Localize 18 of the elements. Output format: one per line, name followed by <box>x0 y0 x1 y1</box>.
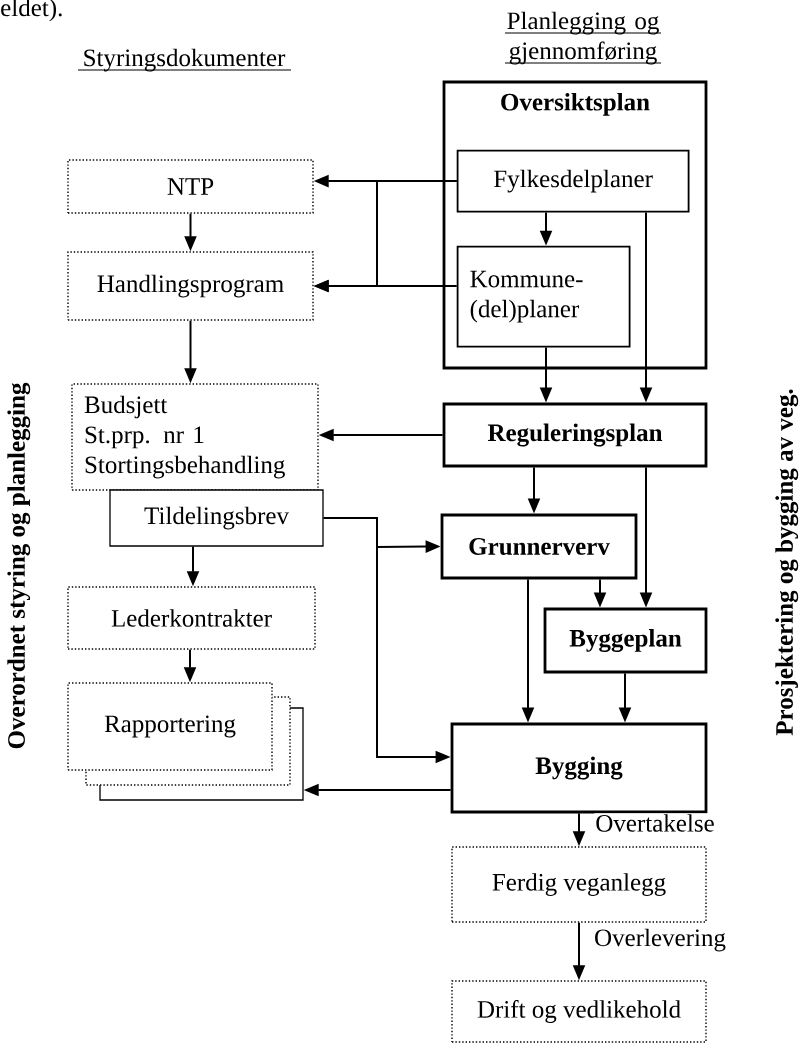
document-box: Tildelingsbrev <box>109 489 324 547</box>
process-box: Byggeplan <box>543 607 708 674</box>
document-box: Lederkontrakter <box>67 586 316 650</box>
column-heading: Styringsdokumenter <box>77 48 292 72</box>
document-box: Ferdig veganlegg <box>451 846 707 923</box>
document-box: NTP <box>67 159 314 214</box>
process-box: Grunnerverv <box>440 513 638 580</box>
side-heading: Overordnet styring og planlegging <box>7 382 31 749</box>
side-heading: Prosjektering og bygging av veg. <box>775 389 799 736</box>
document-stack: Rapportering <box>67 682 304 801</box>
column-heading: Planlegging og gjennomføring <box>504 11 662 65</box>
process-box: Fylkesdelplaner <box>456 149 690 213</box>
process-box: Reguleringsplan <box>442 402 708 468</box>
process-box: Kommune- (del)planer <box>456 245 631 348</box>
document-box: Handlingsprogram <box>67 251 314 321</box>
edge-label: Overlevering <box>593 927 727 953</box>
document-box: Drift og vedlikehold <box>451 980 707 1043</box>
edge-label: Overtakelse <box>594 813 716 833</box>
